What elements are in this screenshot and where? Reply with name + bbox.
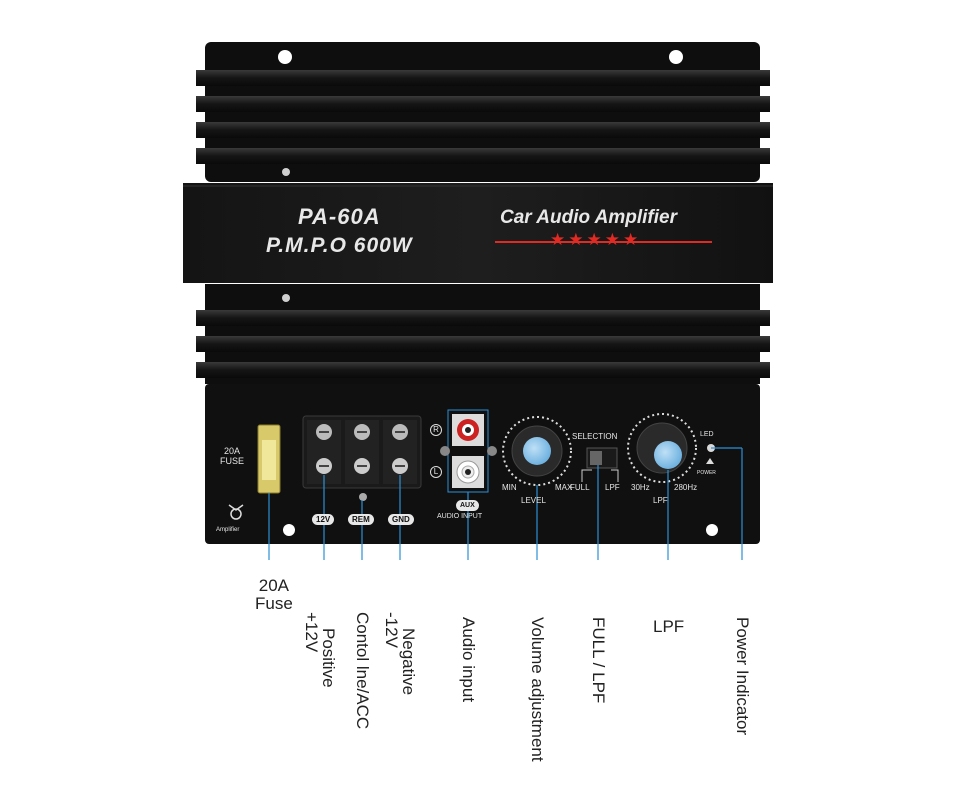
terminal-label-rem: REM [348,514,374,525]
level-knob [502,416,572,486]
lpf-knob [627,413,697,483]
rating-stars: ★★★★★ [550,230,642,249]
terminal-label-12v: 12V [312,514,335,525]
callout-power-indicator: Power Indicator [733,617,752,736]
led-label: LED [700,431,714,438]
heatsink-bottom [196,284,770,384]
hz-low-label: 30Hz [631,483,650,492]
lpf-knob-label: LPF [653,496,668,505]
audio-input-panel-label: AUDIO INPUT [437,513,483,520]
amplifier-logo [228,504,244,520]
lpf-switch-label: LPF [605,483,620,492]
fuse-panel-label: 20A FUSE [219,446,244,466]
mounting-hole-top-right [669,50,683,64]
callout-negative-line1: -12V [382,612,401,648]
full-switch-label: FULL [570,483,590,492]
terminal-label-gnd: GND [388,514,414,525]
callout-full-lpf: FULL / LPF [589,617,608,704]
rca-jacks [440,409,497,493]
callout-control: Contol lne/ACC [353,612,372,730]
selection-label: SELECTION [572,432,618,441]
fuse [257,424,281,494]
channel-r-label: R [430,424,442,436]
callout-volume: Volume adjustment [528,617,547,762]
aux-badge: AUX [456,500,479,511]
mounting-hole-bottom-right [706,524,718,536]
model-power: P.M.P.O 600W [266,234,413,257]
callout-lpf: LPF [653,617,685,636]
amplifier-illustration [183,42,773,560]
mounting-hole-bottom-left [283,524,295,536]
hz-high-label: 280Hz [674,483,698,492]
callout-negative-line2: Negative [399,628,418,696]
level-min-label: MIN [502,483,517,492]
control-panel [205,384,760,544]
brand-face [183,183,773,283]
amplifier-logo-text: Amplifier [216,527,240,533]
level-max-label: MAX [555,483,573,492]
selection-switch [581,447,619,482]
channel-l-label: L [430,466,442,478]
terminal-block [302,415,422,501]
level-label: LEVEL [521,496,546,505]
callout-positive-line2: Positive [319,628,338,688]
mounting-hole-top-left [278,50,292,64]
callout-positive-line1: +12V [302,612,321,653]
power-label: POWER [697,470,716,476]
callout-audio-input: Audio input [459,617,478,703]
brand-text: Car Audio Amplifier [500,207,677,228]
heatsink-top [196,42,770,182]
model-name: PA-60A [298,204,381,229]
callout-fuse: 20A Fuse [255,576,293,613]
